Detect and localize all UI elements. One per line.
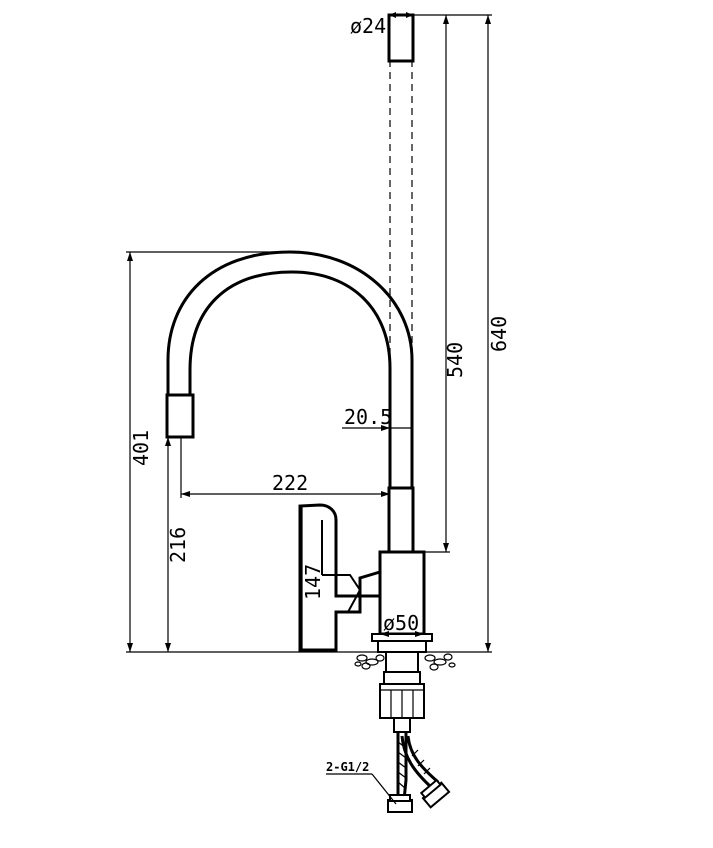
dim-overall-reach-height: 401 xyxy=(129,430,153,466)
hose-connection-label: 2-G1/2 xyxy=(326,760,369,774)
faucet-outline xyxy=(165,13,456,813)
dim-handle-height: 147 xyxy=(301,564,325,600)
dim-tube-diameter: 20.5 xyxy=(344,405,392,429)
dim-base-diameter: ø50 xyxy=(383,611,419,635)
dim-spout-height: 540 xyxy=(443,342,467,378)
dim-total-height: 640 xyxy=(487,316,511,352)
dim-tip-diameter: ø24 xyxy=(350,14,386,38)
dim-outlet-height: 216 xyxy=(166,527,190,563)
dim-reach: 222 xyxy=(272,471,308,495)
hose-braid xyxy=(397,741,431,789)
dimension-lines xyxy=(126,12,492,805)
deck-hatch xyxy=(354,653,456,671)
